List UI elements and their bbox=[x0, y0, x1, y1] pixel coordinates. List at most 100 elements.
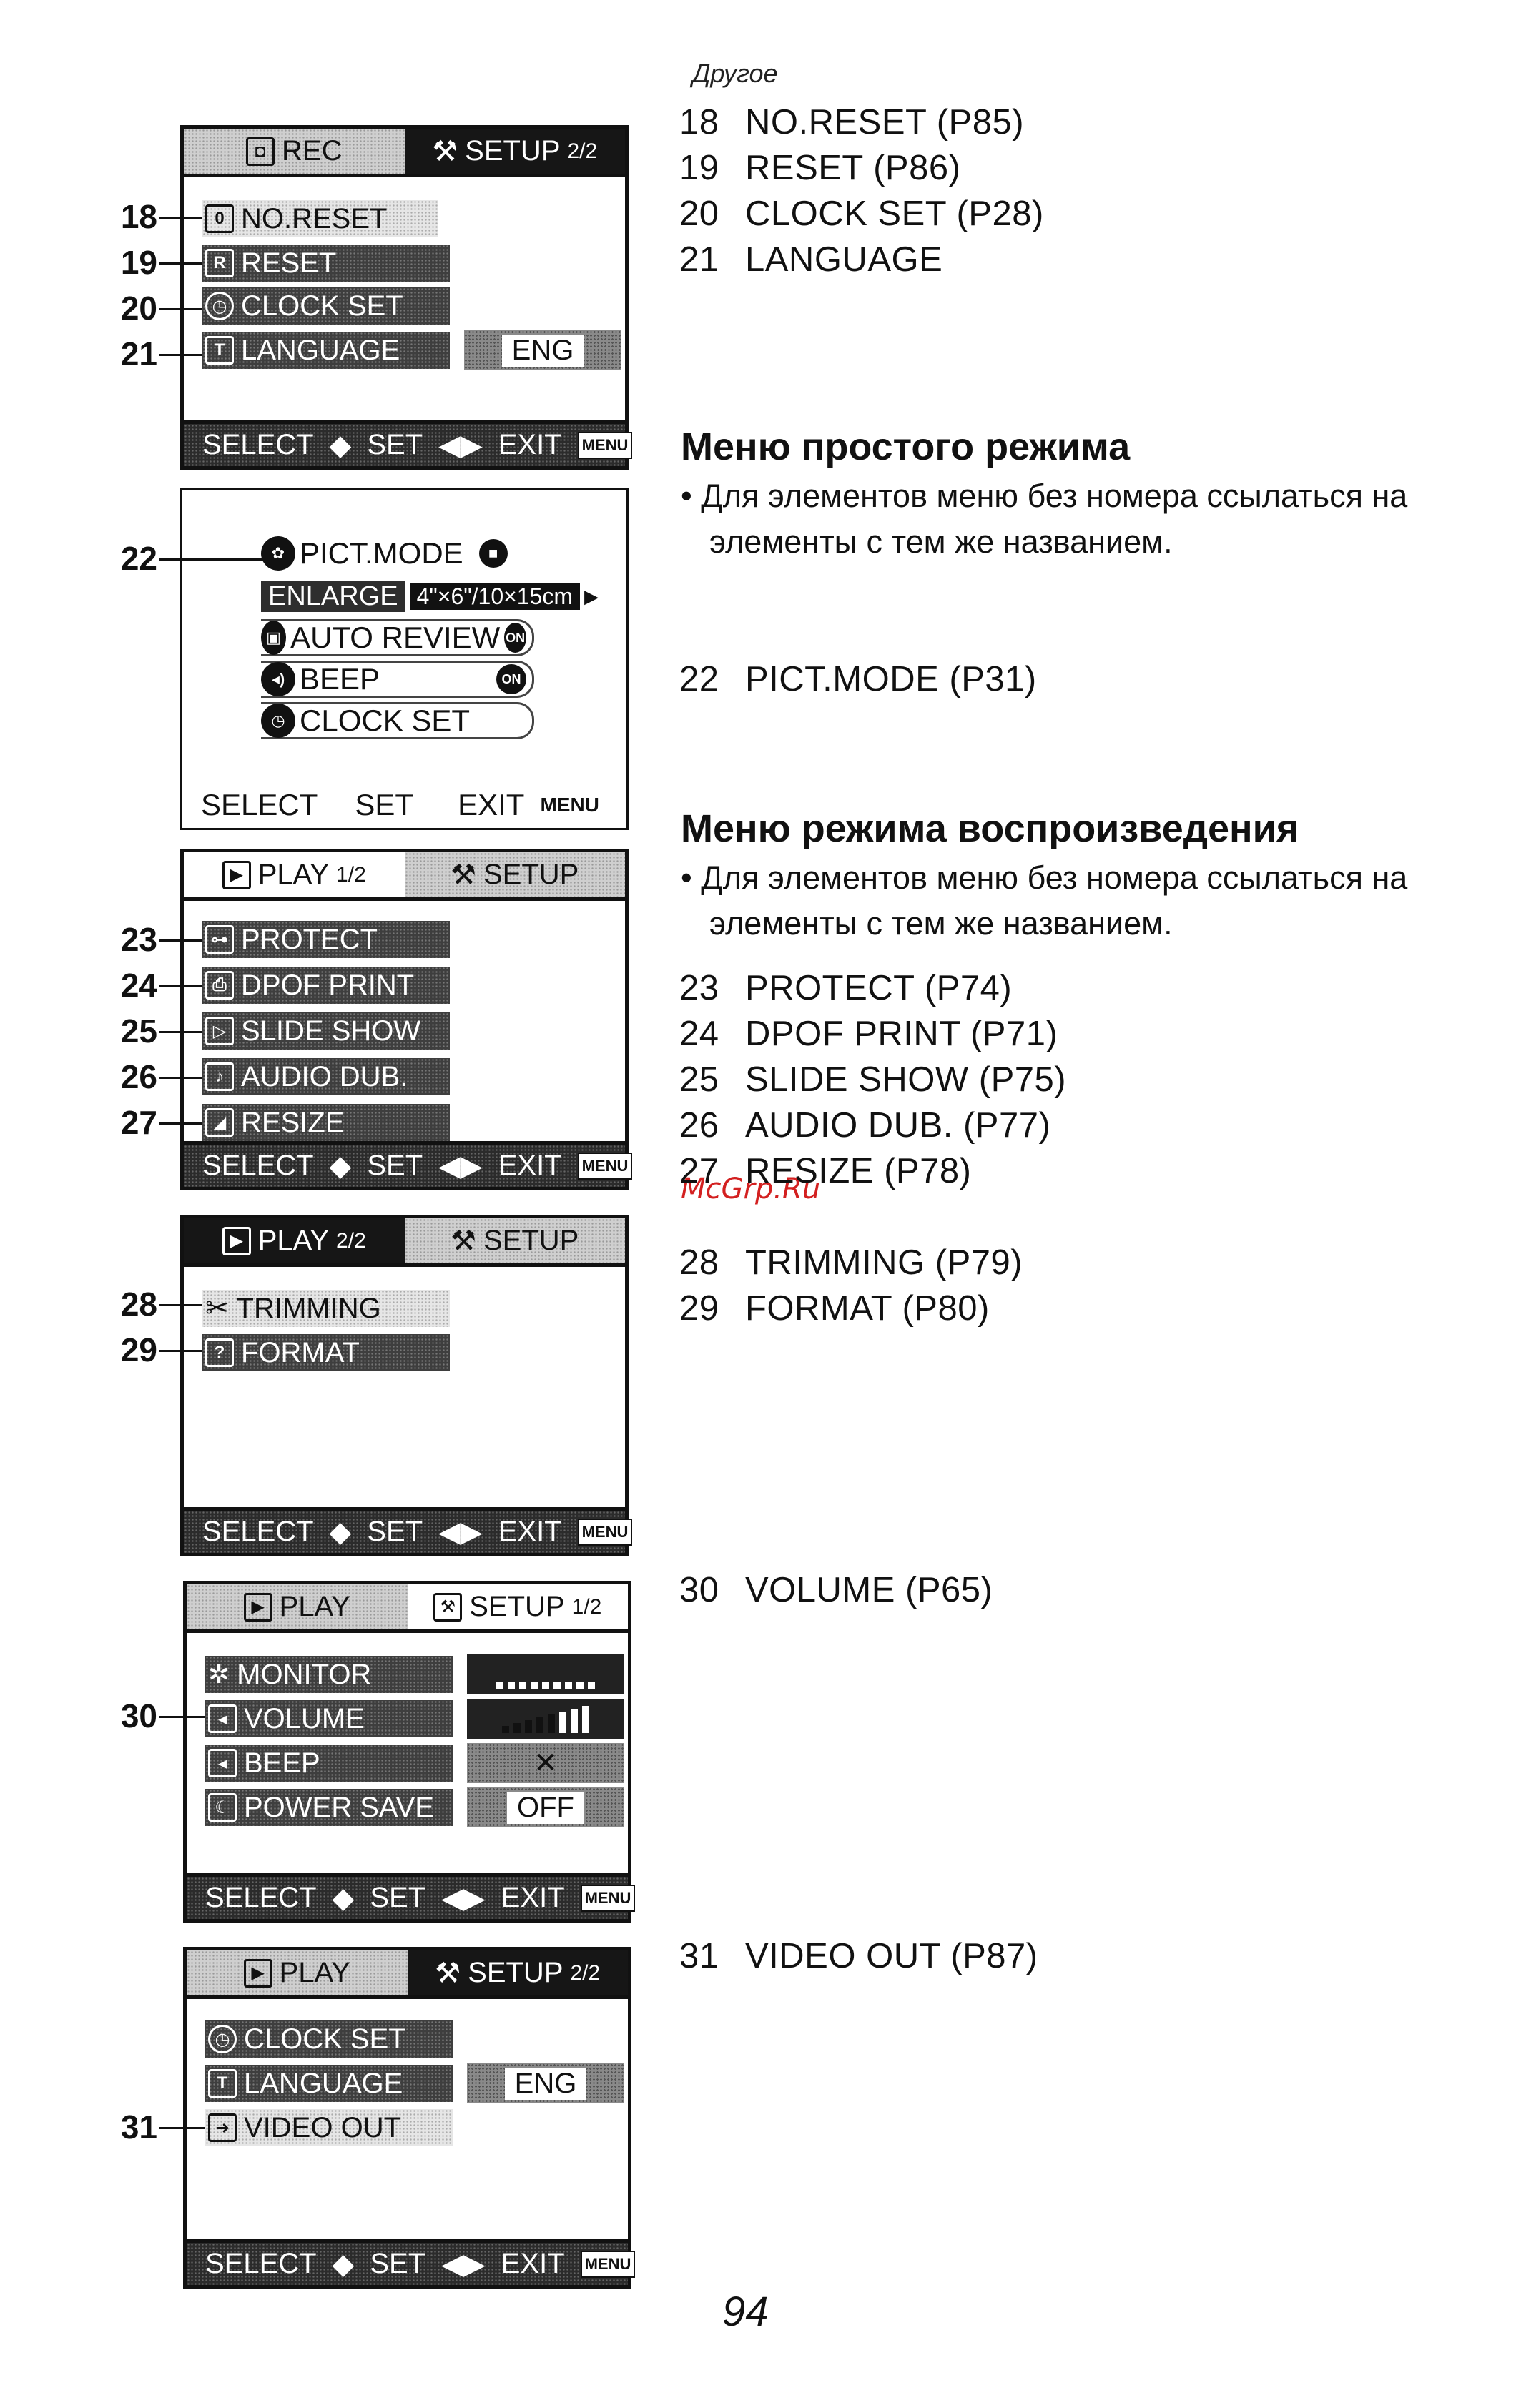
monitor-brightness-scale[interactable] bbox=[467, 1654, 624, 1694]
set-hint: SET bbox=[370, 2248, 426, 2279]
menu-item-pict-mode[interactable]: ✿ PICT.MODE ■ bbox=[261, 535, 524, 572]
language-value[interactable]: ENG bbox=[464, 330, 621, 370]
menu-item-format[interactable]: ? FORMAT bbox=[202, 1334, 450, 1371]
leader-line bbox=[159, 1077, 202, 1079]
menu-item-label: AUTO REVIEW bbox=[290, 621, 501, 654]
power-save-value[interactable]: OFF bbox=[467, 1787, 624, 1827]
tab-play[interactable]: ▶ PLAY 2/2 bbox=[184, 1218, 405, 1263]
language-value[interactable]: ENG bbox=[467, 2063, 624, 2103]
menu-item-language[interactable]: T LANGUAGE bbox=[205, 2065, 453, 2102]
slideshow-icon: ▷ bbox=[205, 1017, 234, 1045]
menu-item-resize[interactable]: ◢ RESIZE bbox=[202, 1104, 450, 1141]
callout-31: 31 bbox=[120, 2108, 157, 2146]
menu-button-icon: MENU bbox=[577, 1518, 633, 1546]
speaker-icon: ◂ bbox=[208, 1704, 237, 1733]
menu-item-label: AUDIO DUB. bbox=[241, 1060, 408, 1092]
tab-setup[interactable]: ⚒ SETUP 2/2 bbox=[404, 129, 625, 174]
tab-setup[interactable]: ⚒ SETUP bbox=[404, 852, 625, 897]
menu-item-clock-set[interactable]: ◷ CLOCK SET bbox=[261, 702, 534, 739]
menu-button-icon: MENU bbox=[580, 2250, 636, 2278]
left-right-icon: ◀▶ bbox=[438, 429, 483, 461]
menu-item-trimming[interactable]: ✂ TRIMMING bbox=[202, 1290, 450, 1327]
enlarge-option[interactable]: ENLARGE 4"×6"/10×15cm ▶ bbox=[261, 579, 599, 613]
menu-item-reset[interactable]: R RESET bbox=[202, 245, 450, 282]
play-icon: ▶ bbox=[222, 1226, 251, 1255]
menu-item-monitor[interactable]: ✲ MONITOR bbox=[205, 1656, 453, 1693]
menu-item-power-save[interactable]: ☾ POWER SAVE bbox=[205, 1789, 453, 1826]
menu-item-audio-dub[interactable]: ♪ AUDIO DUB. bbox=[202, 1058, 450, 1095]
menu-item-auto-review[interactable]: ▣ AUTO REVIEW ON bbox=[261, 619, 534, 656]
callout-27: 27 bbox=[120, 1104, 157, 1141]
key-icon: ⊶ bbox=[205, 925, 234, 954]
section-title-playback-mode: Меню режима воспроизведения bbox=[681, 807, 1299, 850]
clock-icon: ◷ bbox=[261, 704, 295, 738]
tab-rec[interactable]: ◘ REC bbox=[184, 129, 405, 174]
menu-item-beep[interactable]: ◂) BEEP ON bbox=[261, 661, 534, 698]
mute-icon: ✕ bbox=[533, 1747, 558, 1779]
select-hint: SELECT bbox=[205, 1882, 317, 1913]
menu-item-label: POWER SAVE bbox=[244, 1791, 434, 1823]
camera-screen-play-1: ▶ PLAY 1/2 ⚒ SETUP ⊶ PROTECT ⎙ DPOF PRIN… bbox=[180, 849, 633, 1190]
enlarge-label: ENLARGE bbox=[261, 581, 405, 612]
menu-item-volume[interactable]: ◂ VOLUME bbox=[205, 1700, 453, 1737]
clock-icon: ◷ bbox=[205, 292, 234, 320]
tab-setup[interactable]: ⚒ SETUP 1/2 bbox=[407, 1584, 628, 1629]
menu-item-clock-set[interactable]: ◷ CLOCK SET bbox=[205, 2020, 453, 2058]
menu-item-label: VOLUME bbox=[244, 1702, 365, 1735]
tab-setup[interactable]: ⚒ SETUP 2/2 bbox=[407, 1950, 628, 1995]
print-icon: ⎙ bbox=[205, 971, 234, 1000]
exit-hint: EXIT bbox=[501, 1882, 565, 1913]
menu-item-no-reset[interactable]: 0 NO.RESET bbox=[202, 200, 438, 237]
power-save-value-text: OFF bbox=[507, 1791, 584, 1824]
bottom-nav-bar: SELECT SET EXIT MENU bbox=[182, 782, 626, 828]
menu-item-beep[interactable]: ◂ BEEP bbox=[205, 1745, 453, 1782]
volume-level-scale[interactable] bbox=[467, 1699, 624, 1739]
tab-page-fraction: 1/2 bbox=[571, 1594, 602, 1619]
wrench-icon: ⚒ bbox=[451, 1225, 476, 1257]
menu-item-clock-set[interactable]: ◷ CLOCK SET bbox=[202, 287, 450, 325]
leader-line bbox=[159, 1304, 202, 1306]
menu-item-label: DPOF PRINT bbox=[241, 969, 415, 1001]
camera-icon: ◘ bbox=[246, 137, 275, 166]
beep-value[interactable]: ✕ bbox=[467, 1743, 624, 1783]
set-hint: SET bbox=[367, 1150, 423, 1181]
wrench-icon: ⚒ bbox=[435, 1957, 461, 1989]
menu-item-dpof-print[interactable]: ⎙ DPOF PRINT bbox=[202, 967, 450, 1004]
menu-item-label: RESIZE bbox=[241, 1106, 345, 1138]
bottom-nav-bar: SELECT◆ SET◀▶ EXIT MENU bbox=[184, 1141, 633, 1187]
tab-play[interactable]: ▶ PLAY bbox=[187, 1950, 408, 1995]
language-value-text: ENG bbox=[501, 334, 584, 367]
tab-play[interactable]: ▶ PLAY bbox=[187, 1584, 408, 1629]
exit-hint: EXIT bbox=[501, 2248, 565, 2279]
scissors-icon: ✂ bbox=[205, 1293, 230, 1324]
leader-line bbox=[159, 262, 202, 265]
leader-line bbox=[159, 1122, 202, 1125]
tab-setup[interactable]: ⚒ SETUP bbox=[404, 1218, 625, 1263]
menu-item-video-out[interactable]: ➜ VIDEO OUT bbox=[205, 2109, 453, 2146]
play-icon: ▶ bbox=[243, 1592, 272, 1622]
on-badge: ON bbox=[496, 664, 526, 694]
resize-icon: ◢ bbox=[205, 1108, 234, 1137]
tab-page-fraction: 2/2 bbox=[567, 139, 598, 163]
menu-item-slide-show[interactable]: ▷ SLIDE SHOW bbox=[202, 1012, 450, 1050]
select-hint: SELECT bbox=[202, 1150, 314, 1181]
menu-item-language[interactable]: T LANGUAGE bbox=[202, 332, 450, 369]
tab-page-fraction: 2/2 bbox=[336, 1228, 366, 1253]
leader-line bbox=[159, 1716, 205, 1718]
left-right-icon: ◀▶ bbox=[438, 1150, 483, 1182]
section-title-simple-mode: Меню простого режима bbox=[681, 425, 1131, 468]
tab-label: SETUP bbox=[468, 1957, 563, 1988]
menu-item-label: LANGUAGE bbox=[241, 334, 400, 366]
select-hint: SELECT bbox=[205, 2248, 317, 2279]
left-right-icon: ◀▶ bbox=[441, 1882, 486, 1914]
exit-hint: EXIT bbox=[498, 1150, 562, 1181]
wrench-icon: ⚒ bbox=[432, 135, 458, 167]
tab-play[interactable]: ▶ PLAY 1/2 bbox=[184, 852, 405, 897]
select-hint: SELECT bbox=[202, 1516, 314, 1547]
menu-item-protect[interactable]: ⊶ PROTECT bbox=[202, 921, 450, 958]
bottom-nav-bar: SELECT◆ SET◀▶ EXIT MENU bbox=[184, 1507, 633, 1553]
up-down-icon: ◆ bbox=[329, 429, 352, 461]
play-icon: ▶ bbox=[243, 1958, 272, 1988]
